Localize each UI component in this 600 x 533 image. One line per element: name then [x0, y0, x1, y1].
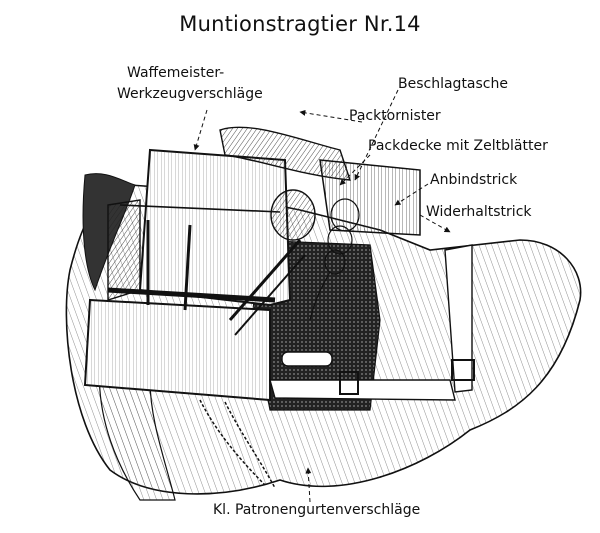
tool-chest — [83, 148, 292, 402]
girth-strap — [269, 379, 456, 401]
pointer-waffemeister — [193, 109, 208, 151]
label-packtornister: Packtornister — [349, 108, 441, 124]
label-patronengurten: Kl. Patronengurtenverschläge — [213, 502, 421, 518]
label-anbindstrick: Anbindstrick — [430, 172, 518, 188]
pointer-widerhaltstrick — [419, 214, 451, 233]
label-waffemeister-line1: Waffemeister- — [127, 65, 225, 81]
pointer-packdecke — [339, 154, 371, 186]
label-widerhaltstrick: Widerhaltstrick — [426, 204, 532, 220]
round-tin — [270, 189, 316, 241]
label-packdecke: Packdecke mit Zeltblätter — [368, 138, 548, 154]
breast-strap — [444, 244, 473, 393]
cylinder-case — [281, 351, 333, 367]
label-waffemeister-line2: Werkzeugverschläge — [117, 86, 263, 102]
label-beschlagtasche: Beschlagtasche — [398, 76, 508, 92]
pointer-packtornister — [299, 109, 363, 123]
diagram-title: Muntionstragtier Nr.14 — [179, 12, 421, 36]
pack-box — [319, 159, 421, 236]
pointer-beschlagtasche — [354, 89, 399, 181]
pointer-patronengurten — [305, 467, 312, 503]
animal-leg — [98, 359, 176, 501]
coiled-rope — [309, 198, 360, 321]
